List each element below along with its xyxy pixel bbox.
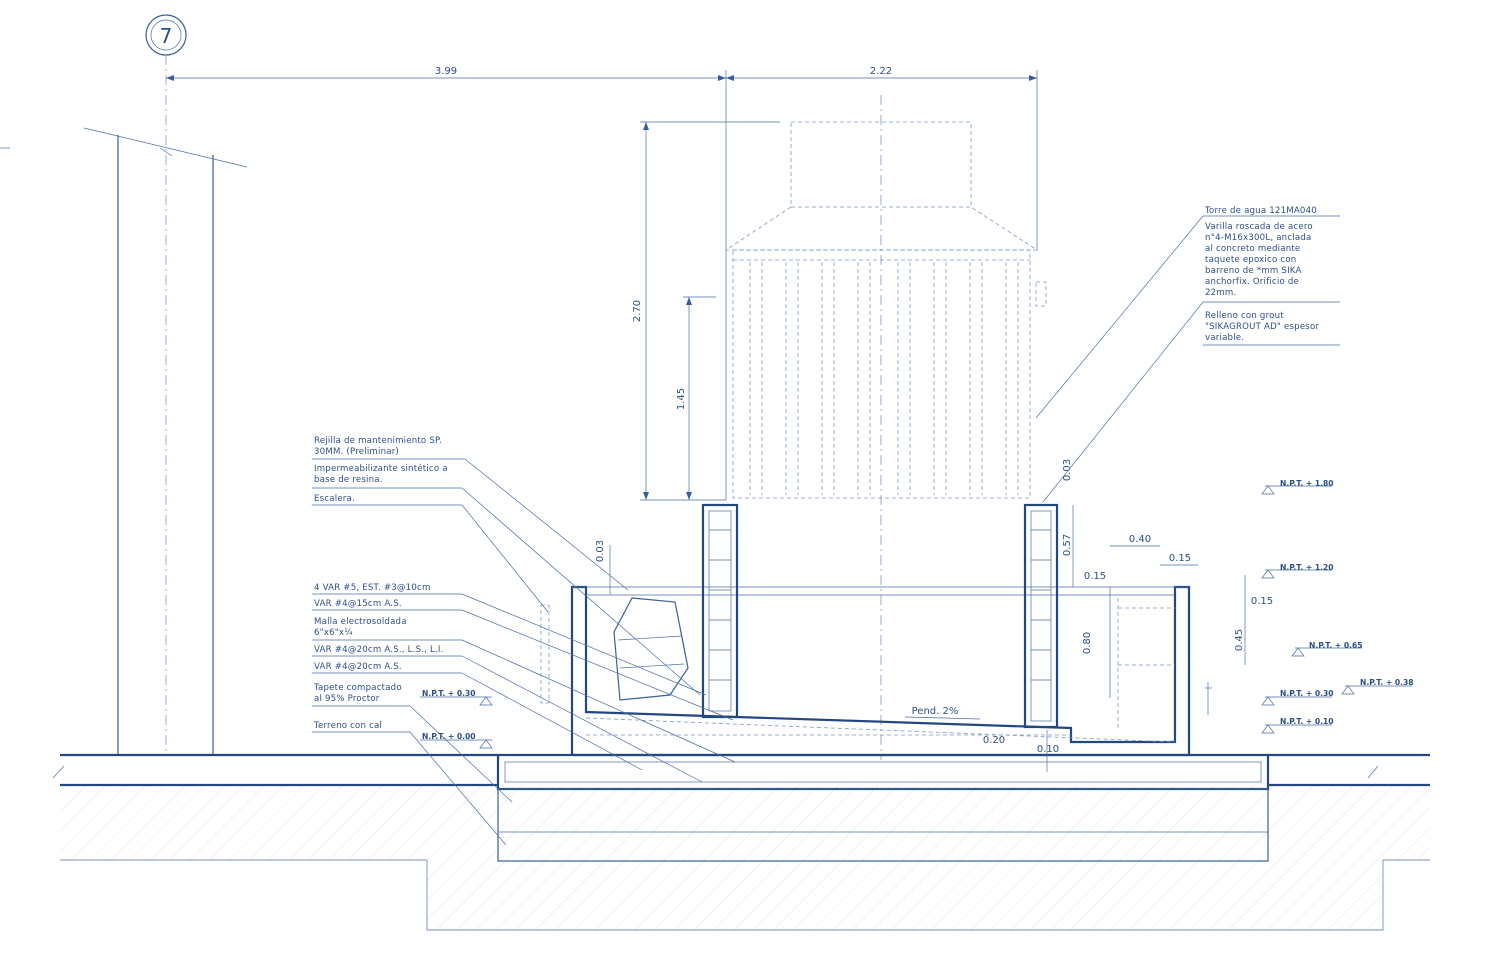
level-markers: N.P.T. + 1.80 N.P.T. + 1.20 N.P.T. + 0.6…: [420, 479, 1414, 749]
note-grill-line-1: Rejilla de mantenimiento SP.: [314, 436, 442, 446]
dimension-2-70: 2.70: [632, 300, 643, 322]
grid-axis-marker: 7: [145, 14, 187, 755]
slope-label: Pend. 2%: [912, 706, 959, 717]
level-0-30-left: N.P.T. + 0.30: [422, 689, 476, 698]
dimension-3-99: 3.99: [435, 66, 457, 77]
dimension-0-15-left: 0.15: [1084, 571, 1106, 582]
ground-soil: [52, 753, 1430, 931]
dimension-0-15-top: 0.15: [1169, 553, 1191, 564]
level-0-38: N.P.T. + 0.38: [1360, 678, 1414, 687]
note-waterproof-line-1: Impermeabilizante sintético a: [314, 463, 448, 474]
note-mesh-line-2: 6"x6"x¼: [314, 628, 353, 638]
pit-structure: [570, 585, 1191, 757]
note-tower-title: Torre de agua 121MA040: [1204, 206, 1317, 216]
level-0-30-right: N.P.T. + 0.30: [1280, 689, 1334, 698]
level-0-00: N.P.T. + 0.00: [422, 732, 476, 741]
note-waterproof-line-2: base de resina.: [314, 475, 383, 485]
level-1-20: N.P.T. + 1.20: [1280, 563, 1334, 572]
note-grout-line-2: "SIKAGROUT AD" espesor: [1205, 322, 1319, 332]
note-rod-line-5: barreno de *mm SIKA: [1205, 266, 1302, 276]
left-column: [83, 127, 248, 755]
note-compacted-line-2: al 95% Proctor: [314, 694, 380, 704]
water-tower-outline: [724, 95, 1047, 760]
note-var-20a: VAR #4@20cm A.S., L.S., L.I.: [314, 645, 444, 655]
dimension-0-57: 0.57: [1062, 534, 1073, 556]
tower-height-dimensions: 2.70 1.45: [632, 121, 780, 501]
dimension-0-15-right: 0.15: [1251, 596, 1273, 607]
note-var-20b: VAR #4@20cm A.S.: [314, 662, 402, 672]
dimension-0-80: 0.80: [1082, 632, 1093, 654]
top-dimension-chain: 3.99 2.22: [166, 66, 1038, 500]
level-0-65: N.P.T. + 0.65: [1309, 641, 1363, 650]
foundation-slab: [496, 753, 1270, 862]
note-compacted-line-1: Tapete compactado: [313, 683, 402, 693]
note-bars: 4 VAR #5, EST. #3@10cm: [314, 583, 431, 593]
note-rod-line-1: Varilla roscada de acero: [1205, 222, 1313, 232]
note-ladder: Escalera.: [314, 494, 355, 504]
note-grout-line-1: Relleno con grout: [1205, 311, 1284, 321]
dimension-2-22: 2.22: [870, 66, 892, 77]
level-0-10: N.P.T. + 0.10: [1280, 717, 1334, 726]
note-soil: Terreno con cal: [313, 721, 382, 731]
note-grill-line-2: 30MM. (Preliminar): [314, 447, 399, 457]
note-rod-line-3: al concreto mediante: [1205, 244, 1300, 254]
left-pedestal: [701, 503, 739, 719]
note-rod-line-6: anchorfix. Orificio de: [1205, 277, 1299, 287]
pit-dimensions: 0.03 0.03 0.57 0.40 0.15 0.15 0.80 0.15 …: [595, 459, 1273, 772]
note-rod-line-4: taquete epoxico con: [1205, 255, 1296, 265]
grid-axis-label: 7: [160, 24, 173, 48]
dimension-0-03-right: 0.03: [1062, 459, 1073, 481]
note-rod-line-2: n°4-M16x300L, anclada: [1205, 233, 1311, 243]
dimension-0-10: 0.10: [1037, 744, 1059, 755]
note-grout-line-3: variable.: [1205, 333, 1244, 343]
dimension-1-45: 1.45: [676, 388, 687, 410]
right-pedestal: [1023, 503, 1059, 729]
right-step-detail: [1117, 598, 1212, 728]
note-var-15: VAR #4@15cm A.S.: [314, 599, 402, 609]
note-rod-line-7: 22mm.: [1205, 288, 1236, 298]
dimension-0-03-left: 0.03: [595, 540, 606, 562]
dimension-0-20: 0.20: [983, 735, 1005, 746]
dimension-0-40: 0.40: [1129, 534, 1151, 545]
note-mesh-line-1: Malla electrosoldada: [314, 617, 407, 627]
notes-right: Torre de agua 121MA040 Varilla roscada d…: [1035, 206, 1340, 503]
notes-left: Rejilla de mantenimiento SP. 30MM. (Prel…: [312, 436, 736, 846]
level-1-80: N.P.T. + 1.80: [1280, 479, 1334, 488]
dimension-0-45: 0.45: [1234, 629, 1245, 651]
ladder-detail: [540, 597, 689, 704]
